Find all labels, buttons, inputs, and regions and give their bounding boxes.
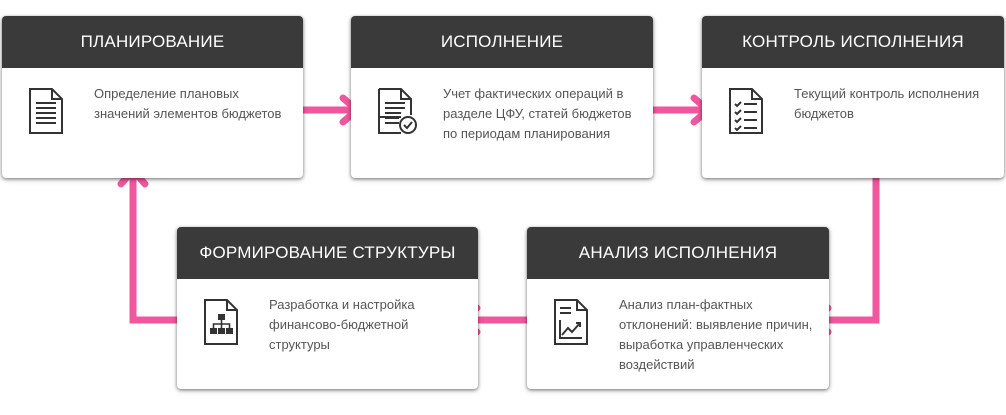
card-execution-title: ИСПОЛНЕНИЕ xyxy=(351,16,653,68)
chart-document-icon xyxy=(554,299,588,345)
card-structure-text: Разработка и настройка финансово-бюджетн… xyxy=(269,297,415,352)
arrow-structure-to-plan xyxy=(129,177,189,324)
card-planning-title: ПЛАНИРОВАНИЕ xyxy=(2,16,303,68)
card-execution: ИСПОЛНЕНИЕ Учет фактических операций в р… xyxy=(351,16,653,178)
document-lines-icon xyxy=(29,88,63,134)
card-control-text: Текущий контроль исполнения бюджетов xyxy=(794,86,980,121)
document-check-icon xyxy=(378,88,417,134)
checklist-icon xyxy=(729,88,763,134)
org-structure-icon xyxy=(204,299,238,345)
card-planning-text: Определение плановых значений элементов … xyxy=(94,86,282,121)
card-control-title: КОНТРОЛЬ ИСПОЛНЕНИЯ xyxy=(702,16,1004,68)
card-analysis-title: АНАЛИЗ ИСПОЛНЕНИЯ xyxy=(527,227,829,279)
card-execution-text: Учет фактических операций в разделе ЦФУ,… xyxy=(443,86,632,141)
card-analysis-text: Анализ план-фактных отклонений: выявлени… xyxy=(619,297,813,372)
card-control: КОНТРОЛЬ ИСПОЛНЕНИЯ Текущий контроль исп… xyxy=(702,16,1004,178)
card-planning: ПЛАНИРОВАНИЕ Определение плановых значен… xyxy=(2,16,303,178)
card-analysis: АНАЛИЗ ИСПОЛНЕНИЯ Анализ план-фактных от… xyxy=(527,227,829,389)
card-structure-title: ФОРМИРОВАНИЕ СТРУКТУРЫ xyxy=(177,227,478,279)
arrow-control-to-analysis xyxy=(818,158,880,324)
card-structure: ФОРМИРОВАНИЕ СТРУКТУРЫ Разработка и наст… xyxy=(177,227,478,389)
